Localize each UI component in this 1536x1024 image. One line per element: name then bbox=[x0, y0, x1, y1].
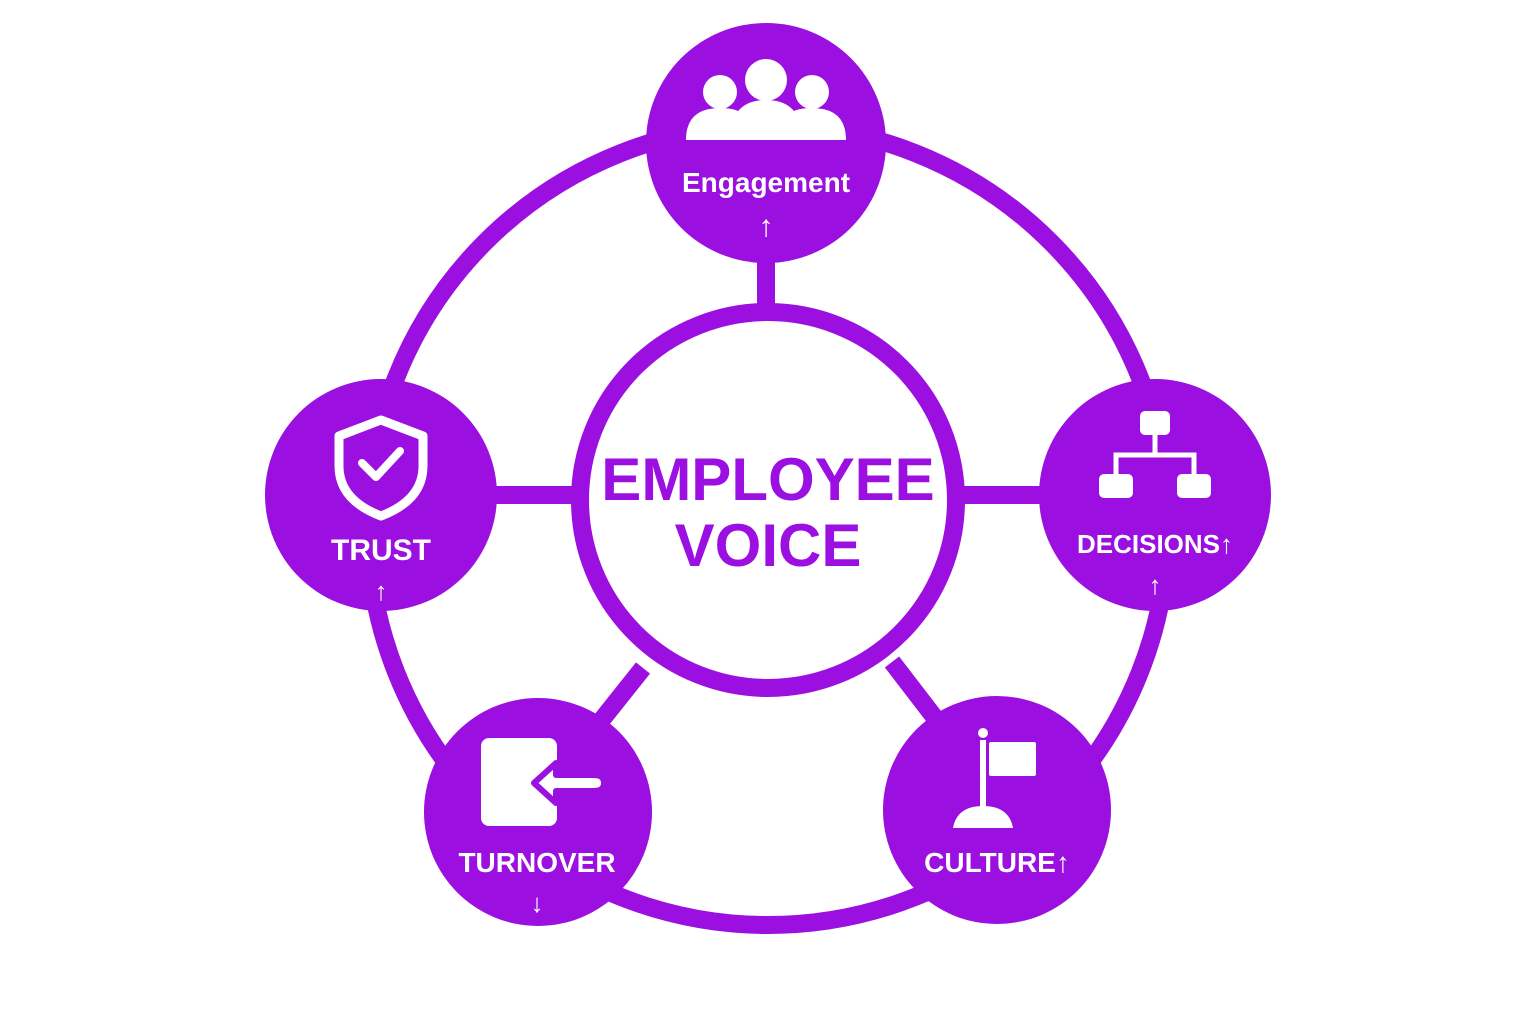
turnover-label: TURNOVER bbox=[458, 847, 615, 878]
spoke-culture bbox=[884, 656, 943, 724]
trust-label: TRUST bbox=[331, 534, 431, 567]
node-trust: TRUST ↑ bbox=[265, 379, 497, 611]
people-group-icon bbox=[686, 59, 846, 140]
engagement-label: Engagement bbox=[682, 167, 850, 198]
center-title-line2: VOICE bbox=[675, 512, 862, 579]
center-title-line1: EMPLOYEE bbox=[601, 446, 934, 513]
flag-icon bbox=[953, 728, 1036, 828]
culture-label: CULTURE↑ bbox=[924, 847, 1070, 878]
decisions-label: DECISIONS↑ bbox=[1077, 529, 1233, 559]
node-engagement: Engagement ↑ bbox=[646, 23, 886, 263]
trust-arrow: ↑ bbox=[375, 576, 388, 606]
node-culture: CULTURE↑ bbox=[883, 696, 1111, 924]
spoke-turnover bbox=[592, 662, 651, 728]
exit-door-icon bbox=[481, 738, 607, 826]
turnover-arrow: ↓ bbox=[531, 888, 544, 918]
engagement-arrow: ↑ bbox=[759, 210, 774, 243]
org-chart-icon bbox=[1099, 411, 1211, 498]
node-turnover: TURNOVER ↓ bbox=[424, 698, 652, 926]
decisions-arrow: ↑ bbox=[1149, 570, 1162, 600]
shield-check-icon bbox=[334, 415, 428, 521]
node-decisions: DECISIONS↑ ↑ bbox=[1039, 379, 1271, 611]
center-circle bbox=[571, 303, 965, 697]
